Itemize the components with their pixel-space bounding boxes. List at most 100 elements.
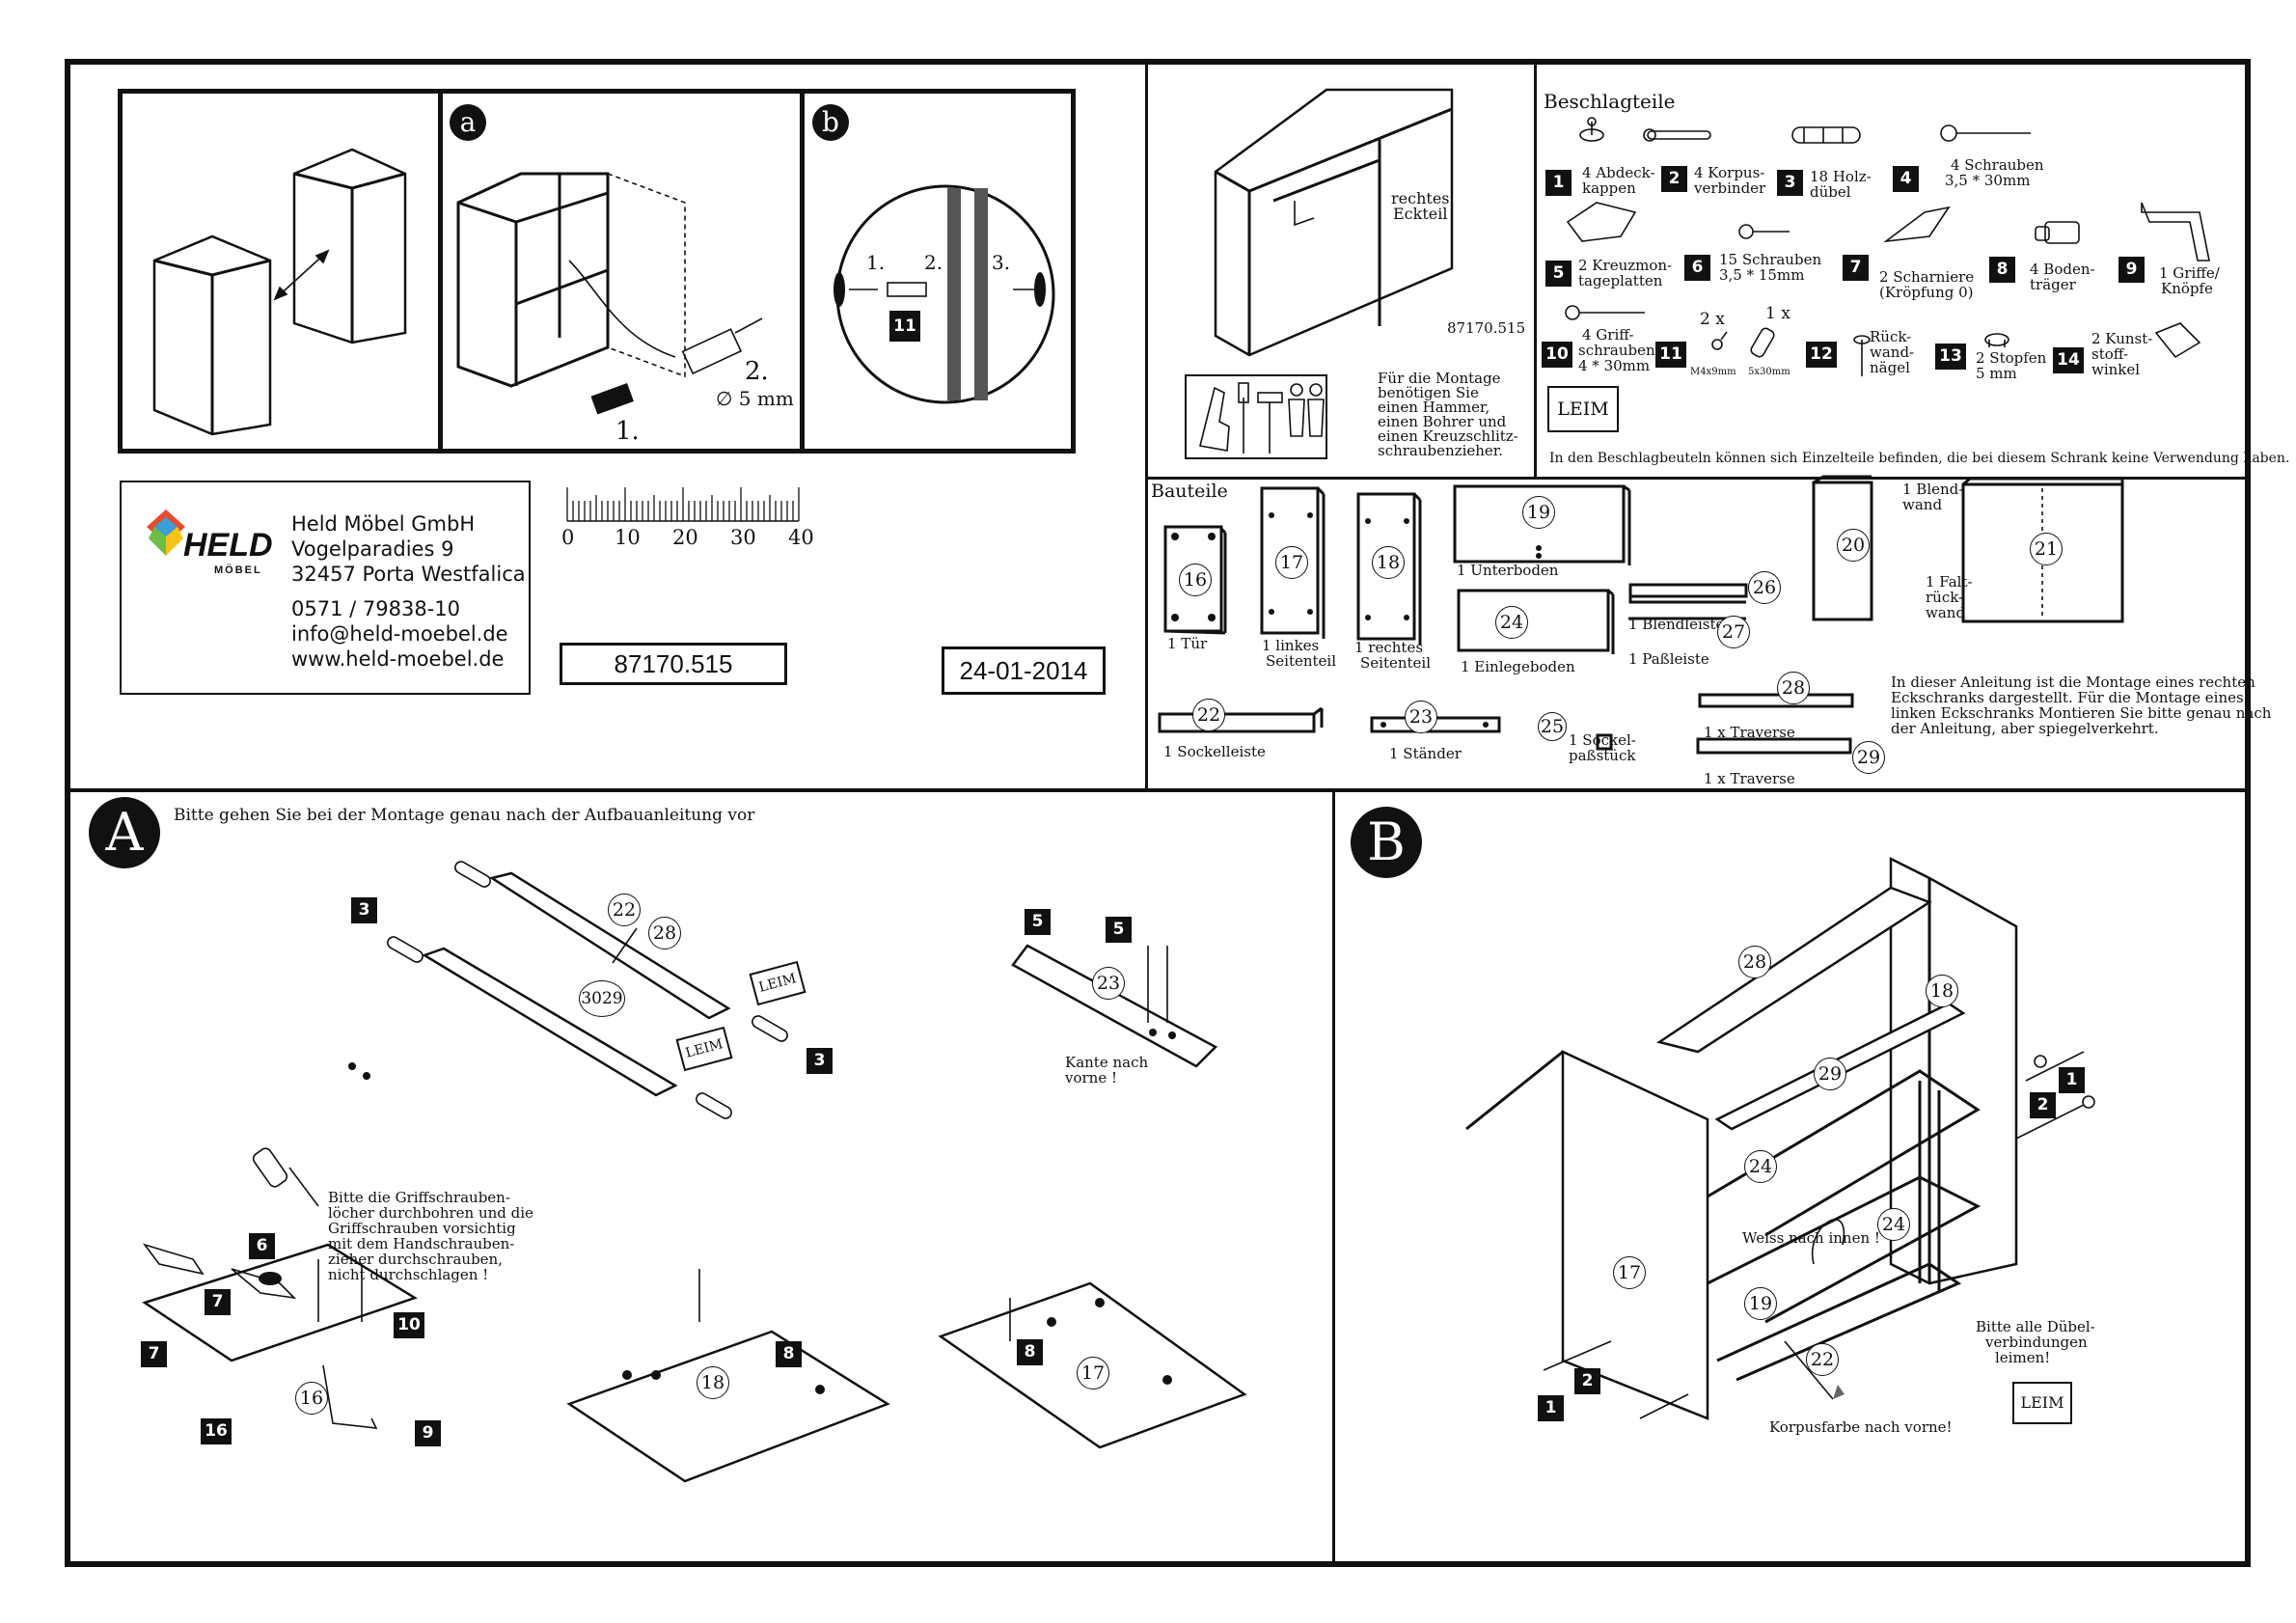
section-b-label-1a: 1 <box>2059 1067 2085 1093</box>
part-21-label-line2: rück- <box>1926 589 1964 606</box>
section-a-label-3b: 3 <box>806 1048 833 1074</box>
hardware-item-11-qty-a: 2 x <box>1700 310 1725 329</box>
company-box <box>120 481 531 695</box>
hardware-item-8-line2: träger <box>2030 276 2076 293</box>
date-box: 24-01-2014 <box>942 646 1106 695</box>
section-a-kante-line2: vorne ! <box>1065 1069 1118 1087</box>
hardware-item-1-number: 1 <box>1545 170 1572 196</box>
hardware-item-12-line1: Rück- <box>1870 328 1912 345</box>
hardware-item-13-line1: 2 Stopfen <box>1976 349 2047 367</box>
cabinet-label-line1: rechtes <box>1391 189 1450 207</box>
part-21-label-line1: 1 Falt- <box>1926 573 1973 591</box>
divider-bottom-v <box>1332 791 1335 1564</box>
section-a-label-7b: 7 <box>141 1341 167 1367</box>
divider-middle <box>68 788 2248 792</box>
parts-note-line-1: In dieser Anleitung ist die Montage eine… <box>1891 674 2255 691</box>
company-city: 32457 Porta Westfalica <box>291 563 526 586</box>
company-name: Held Möbel GmbH <box>291 512 476 536</box>
part-19-number: 19 <box>1522 496 1555 529</box>
parts-title: Bauteile <box>1151 481 1228 502</box>
ruler-label-40: 40 <box>788 526 814 549</box>
part-19-label: 1 Unterboden <box>1457 562 1559 579</box>
part-24-number: 24 <box>1495 606 1528 639</box>
hardware-item-10-number: 10 <box>1542 342 1572 368</box>
parts-note-line-2: Eckschranks dargestellt. Für die Montage… <box>1891 689 2244 706</box>
hardware-item-2-number: 2 <box>1661 166 1687 192</box>
section-a-label-5b: 5 <box>1106 917 1132 943</box>
intro-panels <box>118 89 1076 454</box>
hardware-item-14-line3: winkel <box>2091 361 2141 378</box>
section-a-circle-3029: 3029 <box>579 980 625 1017</box>
section-a-label-8b: 8 <box>1017 1339 1043 1365</box>
section-b-label-2b: 2 <box>1574 1368 1600 1394</box>
section-a-label-9: 9 <box>415 1420 441 1446</box>
part-20-label-line1: 1 Blend- <box>1902 481 1964 498</box>
section-a-label-3a: 3 <box>351 897 377 923</box>
divider-top-v1 <box>1145 62 1148 791</box>
section-b-circle-17: 17 <box>1613 1256 1646 1289</box>
hardware-item-3-number: 3 <box>1777 170 1803 196</box>
page-frame <box>65 59 2251 1567</box>
part-16-label: 1 Tür <box>1167 635 1208 652</box>
hardware-item-8-line1: 4 Boden- <box>2030 261 2095 278</box>
section-a-label-7a: 7 <box>205 1289 231 1315</box>
section-b-badge: B <box>1351 807 1422 878</box>
part-25-line2: paßstück <box>1569 747 1636 764</box>
intro-divider-2 <box>800 89 805 454</box>
hardware-item-5-line1: 2 Kreuzmon- <box>1578 257 1673 274</box>
part-27-number: 27 <box>1717 616 1750 648</box>
glue-note-line-2: verbindungen <box>1985 1334 2088 1351</box>
hardware-item-6-line1: 15 Schrauben <box>1719 251 1822 268</box>
hardware-item-11-size-b: 5x30mm <box>1748 367 1790 377</box>
parts-illustrations <box>1158 475 2124 755</box>
glue-note-line-1: Bitte alle Dübel- <box>1976 1318 2095 1335</box>
section-a-badge: A <box>89 797 160 868</box>
hardware-item-7-number: 7 <box>1843 255 1869 281</box>
article-number-box: 87170.515 <box>560 643 787 685</box>
hardware-item-1-line2: kappen <box>1582 179 1636 197</box>
divider-parts <box>1145 477 2248 480</box>
part-25-number: 25 <box>1538 712 1567 741</box>
hardware-item-3-line1: 18 Holz- <box>1810 168 1872 185</box>
panel-cabinets-illustration <box>152 148 407 436</box>
part-26-number: 26 <box>1748 571 1781 604</box>
hardware-item-1-line1: 4 Abdeck- <box>1582 164 1655 181</box>
part-16-number: 16 <box>1179 564 1212 596</box>
section-a-circle-23: 23 <box>1092 967 1125 1000</box>
hardware-item-13-line2: 5 mm <box>1976 365 2017 382</box>
company-street: Vogelparadies 9 <box>291 537 454 561</box>
part-17-line2: Seitenteil <box>1266 652 1337 670</box>
part-17-number: 17 <box>1275 546 1308 579</box>
tools-icon <box>1199 382 1325 454</box>
panel-a-step-1: 1. <box>615 417 640 446</box>
tools-note-line-4: einen Bohrer und <box>1378 413 1507 430</box>
measurement-ruler <box>566 487 800 522</box>
section-b-circle-24a: 24 <box>1744 1150 1777 1183</box>
section-b-korpus-note: Korpusfarbe nach vorne! <box>1769 1418 1953 1436</box>
tools-note-line-1: Für die Montage <box>1378 370 1501 387</box>
part-29-number: 29 <box>1852 741 1885 774</box>
section-a-circle-18: 18 <box>697 1366 729 1399</box>
hardware-item-2-line2: verbinder <box>1694 179 1766 197</box>
tools-note-line-6: schraubenzieher. <box>1378 442 1504 459</box>
handle-note-line-4: mit dem Handschrauben- <box>328 1235 515 1252</box>
handle-note-line-1: Bitte die Griffschrauben- <box>328 1189 510 1206</box>
part-17-line1: 1 linkes <box>1262 637 1320 654</box>
section-a-label-6: 6 <box>249 1233 275 1259</box>
panel-b-step-3: 3. <box>992 251 1011 274</box>
part-passleiste-label: 1 Paßleiste <box>1628 650 1709 668</box>
hardware-item-4-number: 4 <box>1893 166 1919 192</box>
tools-note-line-5: einen Kreuzschlitz- <box>1378 427 1518 445</box>
section-b-circle-18: 18 <box>1926 975 1958 1007</box>
ruler-label-0: 0 <box>561 526 575 549</box>
hardware-item-14-line1: 2 Kunst- <box>2091 330 2153 347</box>
hardware-item-8-number: 8 <box>1989 257 2015 283</box>
company-phone: 0571 / 79838-10 <box>291 597 460 620</box>
section-b-glue-icon: LEIM <box>2012 1382 2072 1424</box>
tools-note-line-2: benötigen Sie <box>1378 384 1479 401</box>
cabinet-article-number: 87170.515 <box>1447 319 1526 337</box>
panel-a-drill-size: ∅ 5 mm <box>716 387 794 410</box>
hardware-item-11-qty-b: 1 x <box>1765 304 1790 323</box>
glue-note-line-3: leimen! <box>1995 1349 2051 1366</box>
hardware-item-10-line1: 4 Griff- <box>1582 326 1634 344</box>
